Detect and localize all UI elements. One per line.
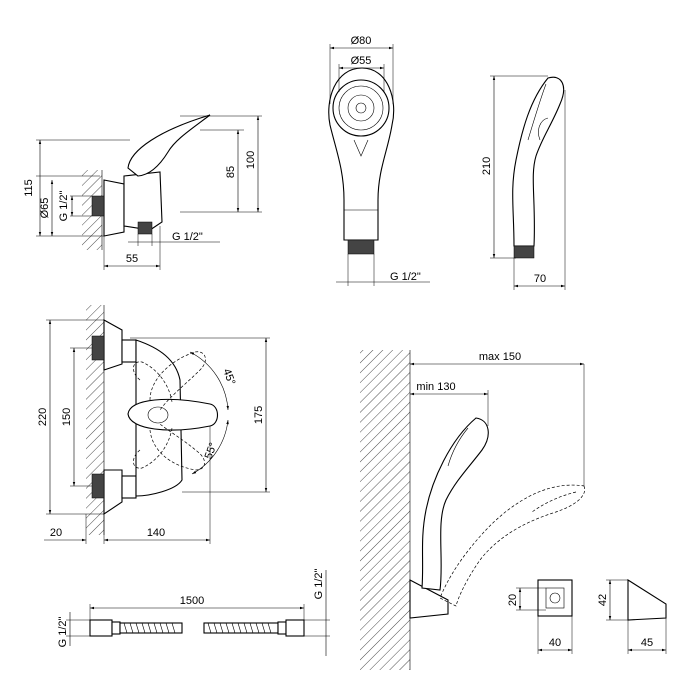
shower-side-outline — [512, 76, 565, 247]
dim-g-hose-left-label: G 1/2" — [57, 617, 69, 648]
holder-front-body — [537, 579, 573, 617]
angle-55-label: 55° — [203, 441, 220, 461]
dim-55-front-label: Ø55 — [351, 55, 372, 67]
hose-left-nut — [89, 619, 113, 637]
holder-front-view: 20 40 — [507, 579, 573, 654]
dim-100-label: 100 — [245, 151, 257, 169]
shower-side-thread — [513, 245, 535, 259]
min-130-label: min 130 — [416, 381, 455, 393]
dim-42-label: 42 — [597, 594, 609, 606]
dim-20-front-label: 20 — [50, 527, 62, 539]
hose-segment-right — [203, 622, 279, 634]
dim-80-label: Ø80 — [351, 35, 372, 47]
dim-150-label: 150 — [61, 408, 73, 426]
dim-g-left-label: G 1/2" — [58, 191, 70, 222]
dim-g-bottom-label: G 1/2" — [172, 231, 203, 243]
mixer-front-handle — [127, 398, 219, 431]
dim-70-label: 70 — [534, 273, 546, 285]
dim-210-label: 210 — [481, 157, 493, 175]
holder-bracket — [409, 579, 449, 619]
dim-g-head-label: G 1/2" — [390, 271, 421, 283]
wall-holder-view: max 150 min 130 — [360, 350, 586, 670]
angle-45-label: 45° — [220, 367, 237, 387]
mixer-casing — [123, 171, 163, 231]
shower-min-position — [421, 417, 489, 591]
wall-hatch-holder — [360, 350, 410, 670]
shower-head-thread — [347, 239, 375, 255]
hose-view: 1500 G 1/2" G 1/2" — [57, 569, 330, 656]
dim-20-holder-label: 20 — [507, 594, 519, 606]
shower-max-position — [439, 484, 586, 607]
mixer-lever — [127, 114, 211, 177]
thread-connector — [91, 195, 105, 217]
dim-85-label: 85 — [225, 166, 237, 178]
shower-head-side-view: 210 70 — [481, 75, 566, 290]
outlet-connector — [137, 221, 153, 235]
holder-side-body — [627, 579, 667, 621]
dim-40-label: 40 — [549, 637, 561, 649]
dim-65-label: Ø65 — [39, 198, 51, 219]
hose-right-nut — [285, 619, 305, 637]
dim-220-label: 220 — [37, 408, 49, 426]
mixer-front-view: 45° 55° 220 150 175 20 140 — [37, 305, 270, 544]
dim-140-label: 140 — [147, 527, 165, 539]
mixer-side-view: 115 Ø65 G 1/2" 100 85 G 1/2" 55 — [23, 114, 262, 270]
dim-175-label: 175 — [253, 406, 265, 424]
max-150-label: max 150 — [479, 351, 521, 363]
shower-head-front-view: Ø80 Ø55 G 1/2" — [328, 35, 430, 286]
holder-side-view: 42 45 — [597, 579, 667, 654]
dim-1500-label: 1500 — [180, 595, 204, 607]
mixer-body — [103, 179, 125, 237]
dim-g-hose-right-label: G 1/2" — [313, 569, 325, 600]
dim-45-label: 45 — [641, 637, 653, 649]
dim-55-label: 55 — [126, 253, 138, 265]
dim-115-label: 115 — [23, 179, 35, 197]
